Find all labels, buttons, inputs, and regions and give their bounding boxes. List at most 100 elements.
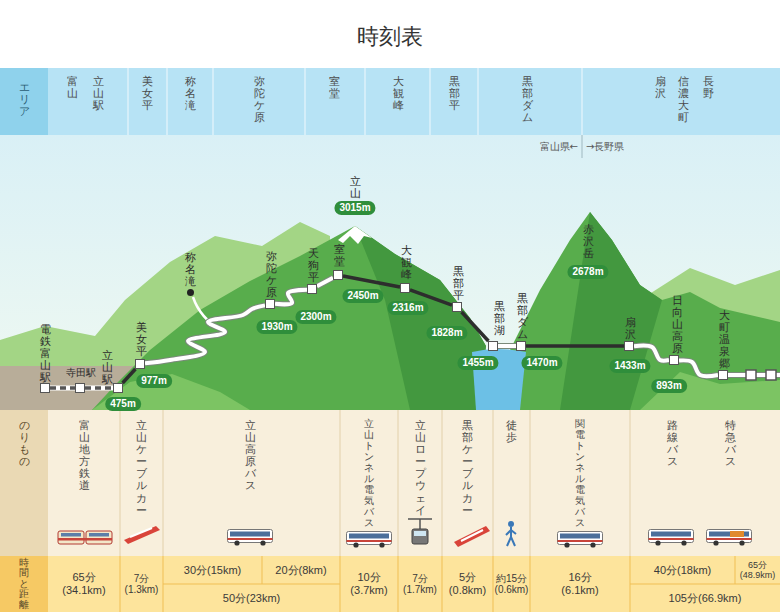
- route-underlay: [50, 278, 718, 388]
- station-name: 称名滝: [185, 252, 196, 288]
- elevation-badge: 1828m: [426, 326, 467, 340]
- column-label: 立山ケーブルカー: [136, 420, 147, 517]
- station-box: 室堂2450m: [333, 270, 343, 280]
- route-casing: [275, 290, 307, 304]
- time-cell: 30分(15km): [163, 556, 262, 584]
- time-distance: 7分 (1.3km): [121, 573, 163, 596]
- column-label: 立山ロープウェイ: [415, 420, 426, 517]
- station-box: 弥陀ケ原1930m: [265, 299, 275, 309]
- column-label: のりもの: [19, 420, 30, 468]
- time-distance: 40分(18km): [654, 564, 711, 577]
- time-distance: 20分(8km): [275, 564, 326, 577]
- station-box: 黒部平1828m: [452, 302, 462, 312]
- station-name: 寺田駅: [66, 366, 96, 380]
- elevation-badge: 1470m: [521, 356, 562, 370]
- column-label: 立山トンネル電気バス: [364, 418, 374, 528]
- time-cell: 10分 (3.7km): [340, 556, 398, 612]
- time-cell: 16分 (6.1km): [530, 556, 630, 612]
- station-box: 扇沢1433m: [624, 341, 634, 351]
- time-distance: 7分 (1.7km): [398, 573, 442, 596]
- column-label: 室堂: [329, 76, 340, 100]
- column-label: 富山: [67, 76, 78, 100]
- time-cell: 105分(66.9km): [630, 584, 780, 612]
- elevation-badge: 1433m: [609, 359, 650, 373]
- column-label: 称名滝: [185, 76, 196, 112]
- route-line: [317, 278, 333, 287]
- station-box: 黒部ダム1470m: [516, 341, 526, 351]
- elevation-badge: 1455m: [457, 356, 498, 370]
- station-box: 大観峰2316m: [400, 283, 410, 293]
- time-cell: 7分 (1.3km): [120, 556, 163, 612]
- station-name: 天狗平: [308, 248, 319, 284]
- route-line: [145, 305, 265, 363]
- station-name: 赤沢岳: [583, 224, 594, 260]
- station-name: 室堂: [334, 244, 345, 268]
- time-distance: 30分(15km): [184, 564, 241, 577]
- route-line: [526, 344, 624, 348]
- time-cell: 65分 (48.9km): [735, 556, 780, 584]
- time-distance: 16分 (6.1km): [554, 571, 606, 596]
- route-casing: [679, 360, 718, 376]
- column-label: 関電トンネル電気バス: [575, 418, 585, 528]
- column-label: 大観峰: [393, 76, 404, 112]
- column-label: 黒部ダム: [522, 76, 533, 124]
- station-box: 美女平977m: [135, 359, 145, 369]
- column-label: 時間と距離: [19, 558, 29, 610]
- station-box: 黒部湖1455m: [488, 341, 498, 351]
- station-name: 黒部湖: [494, 301, 505, 337]
- column-label: 信濃大町: [678, 76, 689, 124]
- time-cell: 40分(18km): [630, 556, 735, 584]
- time-distance: 65分 (34.1km): [54, 571, 114, 596]
- route-casing: [50, 386, 75, 391]
- route-casing: [498, 343, 516, 349]
- route-line: [679, 360, 718, 376]
- column-label: 黒部ケーブルカー: [462, 420, 473, 517]
- station-box: 大町温泉郷: [718, 370, 728, 380]
- station-box: 天狗平2300m: [307, 284, 317, 294]
- station-name: 電鉄富山駅: [40, 324, 51, 384]
- time-distance: 約15分 (0.6km): [493, 573, 530, 596]
- peak-marker: 立山3015m: [354, 225, 356, 227]
- station-name: 黒部ダム: [517, 293, 528, 341]
- route-line: [50, 386, 75, 390]
- station-name: 立山駅: [102, 350, 113, 386]
- border-label: →長野県: [586, 140, 624, 154]
- column-label: 黒部平: [449, 76, 460, 112]
- column-label: 弥陀ケ原: [254, 76, 265, 124]
- column-label: 富山地方鉄道: [79, 420, 90, 493]
- elevation-badge: 893m: [651, 379, 687, 393]
- time-distance: 105分(66.9km): [669, 592, 742, 605]
- column-label: エリア: [19, 82, 30, 118]
- station-name: 大観峰: [401, 245, 412, 281]
- station-box: 日向山高原893m: [669, 355, 679, 365]
- time-distance: 5分 (0.8km): [443, 571, 493, 596]
- station-box: 寺田駅: [75, 383, 85, 393]
- column-label: 路線バス: [667, 420, 678, 468]
- time-cell: 50分(23km): [163, 584, 340, 612]
- elevation-badge: 3015m: [334, 201, 375, 215]
- column-label: 扇沢: [655, 76, 666, 100]
- time-cell: 20分(8km): [262, 556, 340, 584]
- peak-marker: 赤沢岳2678m: [587, 213, 589, 215]
- time-cell: 5分 (0.8km): [442, 556, 493, 612]
- station-box: 電鉄富山駅: [40, 383, 50, 393]
- station-name: 黒部平: [453, 266, 464, 302]
- elevation-badge: 2316m: [387, 301, 428, 315]
- route-line: [275, 290, 307, 304]
- time-cell: 7分 (1.7km): [398, 556, 442, 612]
- column-label: 立山高原バス: [245, 420, 256, 493]
- column-label: 長野: [703, 76, 714, 100]
- station-name: 日向山高原: [672, 295, 683, 355]
- elevation-badge: 2678m: [567, 265, 608, 279]
- route-casing: [317, 278, 333, 287]
- waterfall-dot: 称名滝: [187, 289, 194, 296]
- station-box: 立山駅475m: [113, 383, 123, 393]
- time-distance: 10分 (3.7km): [343, 571, 395, 596]
- elevation-badge: 2450m: [342, 289, 383, 303]
- column-label: 美女平: [142, 76, 153, 112]
- route-line: [343, 276, 400, 287]
- elevation-badge: 2300m: [295, 310, 336, 324]
- route-line: [123, 369, 136, 383]
- elevation-badge: 1930m: [256, 320, 297, 334]
- route-line: [498, 344, 516, 348]
